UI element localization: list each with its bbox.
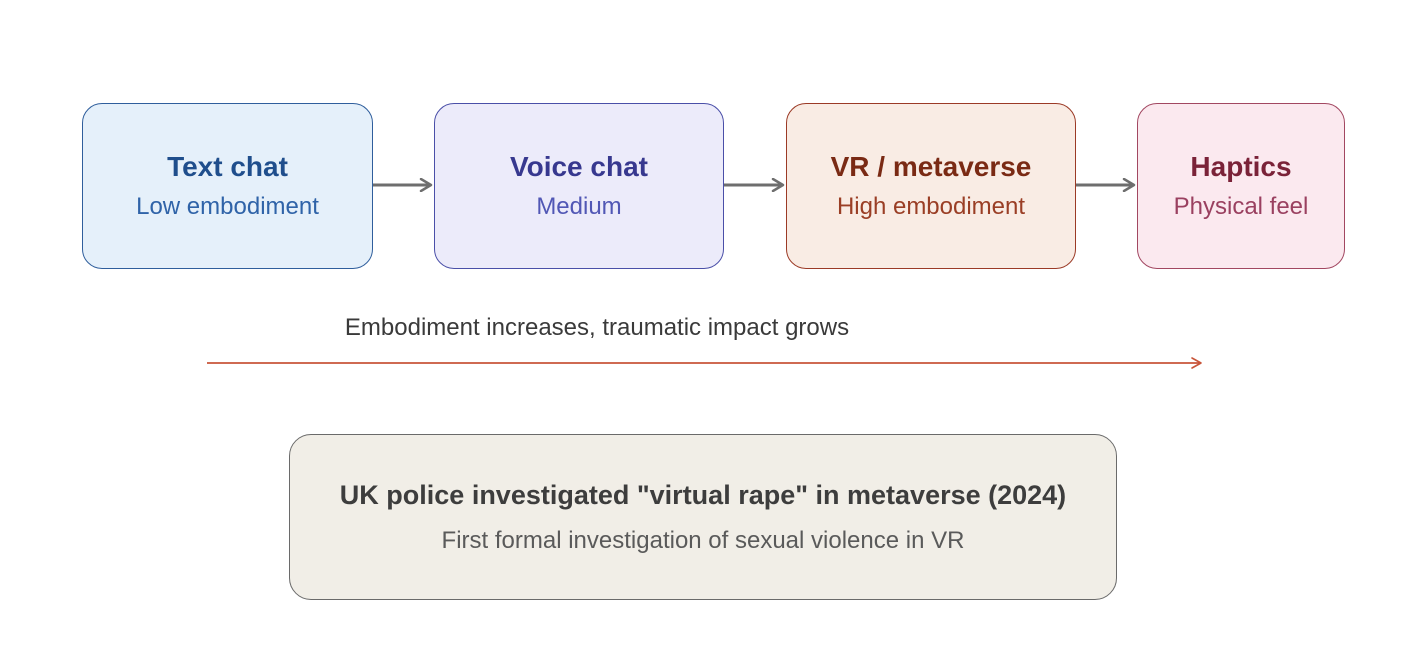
- stage-box-vr-metaverse: VR / metaverse High embodiment: [786, 103, 1076, 269]
- embodiment-axis-label: Embodiment increases, traumatic impact g…: [344, 314, 850, 341]
- stage-box-haptics: Haptics Physical feel: [1137, 103, 1345, 269]
- stage-title: Voice chat: [510, 151, 648, 182]
- case-note-subtitle: First formal investigation of sexual vio…: [441, 527, 965, 554]
- stage-subtitle: Low embodiment: [136, 193, 319, 220]
- case-note-box: UK police investigated "virtual rape" in…: [289, 434, 1117, 600]
- stage-box-voice-chat: Voice chat Medium: [434, 103, 724, 269]
- case-note-title: UK police investigated "virtual rape" in…: [339, 480, 1067, 510]
- stage-box-text-chat: Text chat Low embodiment: [82, 103, 373, 269]
- stage-title: Text chat: [167, 151, 288, 182]
- stage-title: VR / metaverse: [830, 151, 1032, 182]
- stage-title: Haptics: [1190, 151, 1292, 182]
- stage-subtitle: High embodiment: [836, 193, 1026, 220]
- stage-subtitle: Physical feel: [1173, 193, 1309, 220]
- stage-subtitle: Medium: [536, 193, 622, 220]
